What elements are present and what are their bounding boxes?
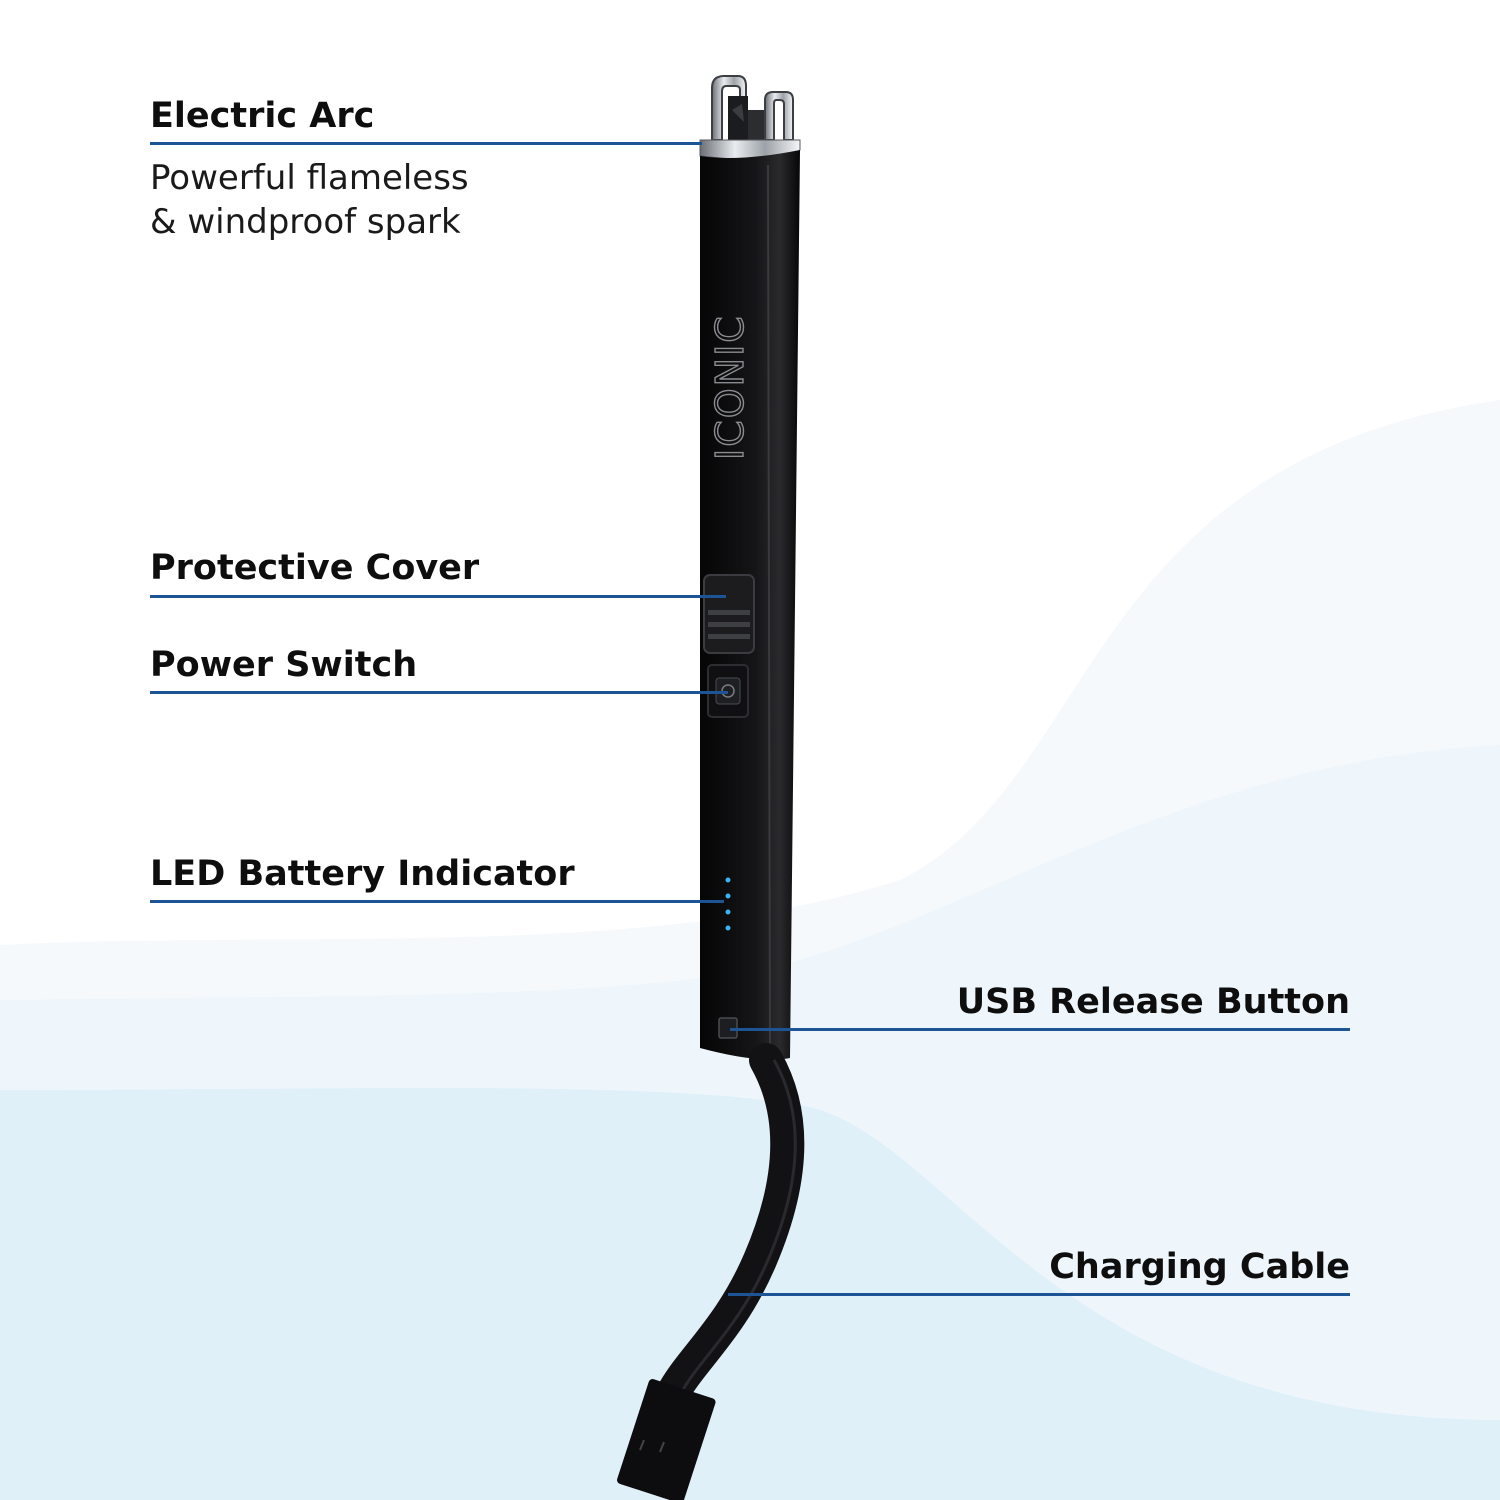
brand-logo: ICONIC bbox=[708, 314, 752, 460]
protective-cover-slider bbox=[703, 574, 755, 654]
callout-title-electric-arc: Electric Arc bbox=[150, 96, 375, 136]
callout-title-power-switch: Power Switch bbox=[150, 645, 418, 685]
callout-line-protective-cover bbox=[150, 595, 726, 598]
callout-line-charging-cable bbox=[728, 1293, 1350, 1296]
charging-cable-part bbox=[617, 1043, 805, 1500]
callout-line-power-switch bbox=[150, 691, 728, 694]
callout-desc-electric-arc-line2: & windproof spark bbox=[150, 202, 461, 242]
led-indicator-lights bbox=[725, 877, 731, 931]
callout-line-usb-release-button bbox=[730, 1028, 1350, 1031]
callout-title-charging-cable: Charging Cable bbox=[1049, 1247, 1350, 1287]
callout-line-electric-arc bbox=[150, 142, 702, 145]
callout-desc-electric-arc-line1: Powerful flameless bbox=[150, 158, 469, 198]
arc-electrodes bbox=[711, 75, 794, 141]
power-switch-button bbox=[707, 664, 749, 718]
callout-title-usb-release-button: USB Release Button bbox=[956, 982, 1350, 1022]
callout-line-led-battery-indicator bbox=[150, 900, 724, 903]
callout-title-protective-cover: Protective Cover bbox=[150, 548, 480, 588]
callout-title-led-battery-indicator: LED Battery Indicator bbox=[150, 854, 575, 894]
